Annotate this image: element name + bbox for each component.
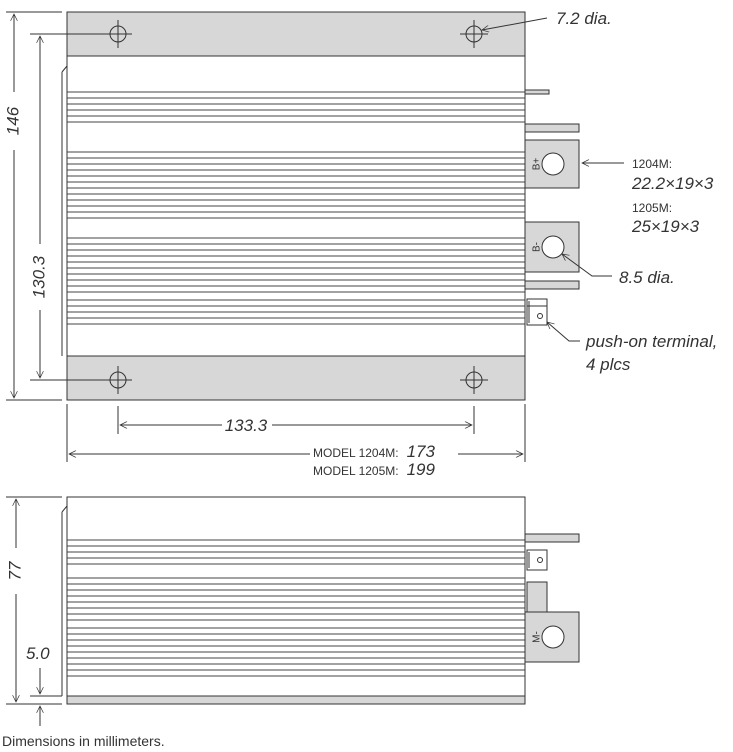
side-view: M- 77 5.0	[5, 496, 580, 726]
bolt-hole-label: 8.5 dia.	[619, 268, 675, 287]
terminal-post	[526, 581, 548, 613]
push-on-terminal	[526, 298, 548, 326]
push-on-label-line2: 4 plcs	[586, 355, 631, 374]
heatsink-fins	[67, 91, 525, 325]
width-model-b: MODEL 1205M: 199	[313, 460, 436, 479]
terminal-tab	[524, 533, 580, 543]
bolt-size-a: 22.2×19×3	[631, 174, 714, 193]
bottom-flange	[66, 355, 526, 401]
terminal-tab	[524, 89, 550, 95]
dim-side-height: 77	[5, 561, 24, 580]
m-minus-label: M-	[532, 631, 543, 643]
side-heatsink-fins	[67, 539, 525, 677]
mounting-hole-icon	[104, 20, 132, 48]
mounting-hole-icon	[460, 366, 488, 394]
width-model-a-prefix: MODEL 1204M:	[313, 446, 399, 460]
dim-hole-spacing-vertical: 130.3	[29, 255, 48, 298]
m-minus-terminal: M-	[524, 611, 580, 663]
b-plus-label: B+	[532, 158, 543, 171]
width-model-b-prefix: MODEL 1205M:	[313, 464, 399, 478]
bolt-model-a: 1204M:	[632, 157, 672, 171]
bolt-model-b: 1205M:	[632, 201, 672, 215]
mounting-hole-icon	[460, 20, 488, 48]
b-plus-terminal: B+	[524, 123, 580, 189]
b-minus-label: B-	[532, 242, 543, 252]
dim-hole-spacing-horizontal: 133.3	[225, 416, 268, 435]
width-model-a: MODEL 1204M: 173	[313, 442, 436, 461]
width-model-b-value: 199	[407, 460, 436, 479]
dim-height-overall: 146	[3, 106, 22, 135]
hole-dia-label: 7.2 dia.	[556, 9, 612, 28]
bolt-size-b: 25×19×3	[631, 217, 700, 236]
side-base-plate	[66, 695, 526, 705]
push-on-label-line1: push-on terminal,	[585, 332, 717, 351]
top-flange	[66, 11, 526, 57]
top-view: B+ B- 146 130.3 7.2 dia.	[3, 9, 717, 479]
caption: Dimensions in millimeters.	[2, 733, 165, 749]
push-on-terminal	[526, 549, 548, 571]
mounting-hole-icon	[104, 366, 132, 394]
b-minus-terminal: B-	[524, 221, 580, 290]
width-model-a-value: 173	[407, 442, 436, 461]
dim-base-height: 5.0	[26, 644, 50, 663]
